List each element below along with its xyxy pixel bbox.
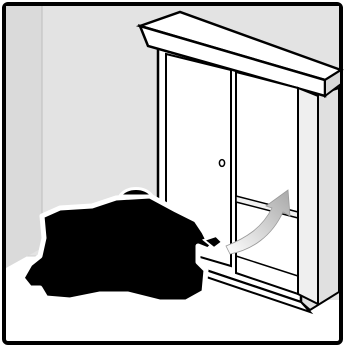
side-wall — [6, 6, 42, 268]
door-knob-icon — [219, 160, 224, 167]
cabinet-right-door-open — [298, 88, 318, 304]
cabinet-interior — [236, 72, 298, 294]
